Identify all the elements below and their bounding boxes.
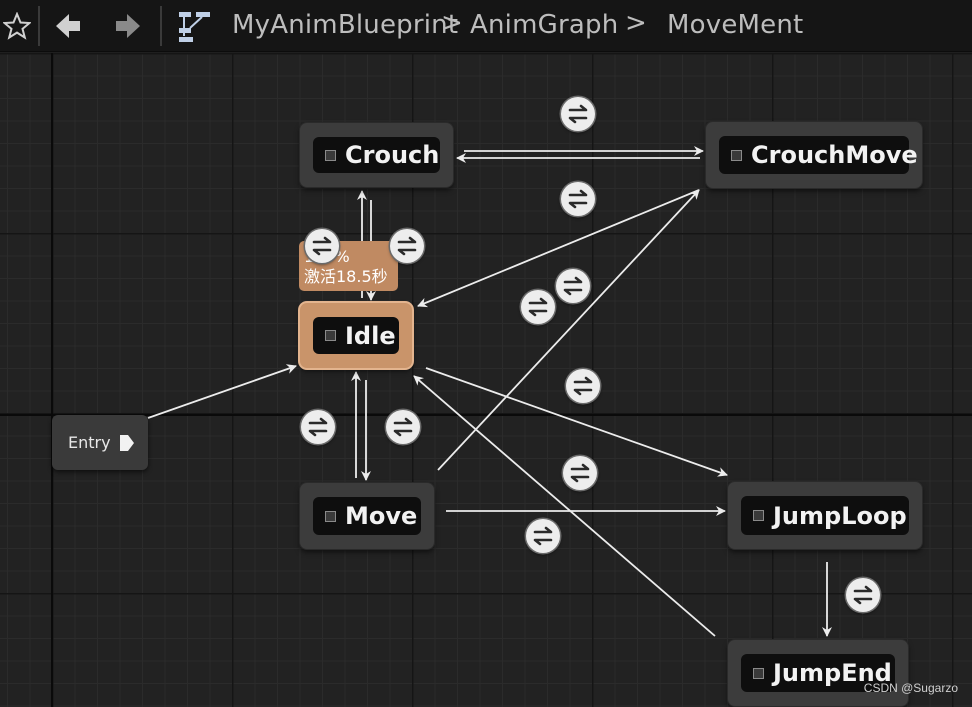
state-pin-icon <box>731 149 742 161</box>
state-label: Move <box>345 502 418 530</box>
state-pin-icon <box>325 330 336 341</box>
breadcrumb-item-movement[interactable]: MoveMent <box>667 10 804 40</box>
state-node-crouch[interactable]: Crouch <box>300 123 453 187</box>
state-label: JumpLoop <box>773 501 907 530</box>
breadcrumb-item-anim-blueprint[interactable]: MyAnimBlueprint <box>232 10 459 40</box>
entry-label: Entry <box>68 433 111 452</box>
transition-rule-icon[interactable] <box>305 229 339 263</box>
state-node-move[interactable]: Move <box>300 483 434 549</box>
transition-rule-icon[interactable] <box>301 410 335 444</box>
transition-rule-icon[interactable] <box>846 578 880 612</box>
hierarchy-icon[interactable] <box>174 0 214 52</box>
tooltip-active-time-text: 激活18.5秒 <box>304 267 388 286</box>
transition-rule-icon[interactable] <box>566 369 600 403</box>
wire-jumpend-to-idle <box>413 375 716 637</box>
state-label: Idle <box>345 321 396 350</box>
wire-crouchmove-to-idle <box>417 189 700 308</box>
breadcrumb-separator: > <box>625 8 647 38</box>
transition-rule-icon[interactable] <box>561 182 595 216</box>
breadcrumb-item-animgraph[interactable]: AnimGraph <box>470 10 619 40</box>
wire-move-to-crouchmove <box>437 189 700 471</box>
toolbar: MyAnimBlueprint > AnimGraph > MoveMent <box>0 0 972 52</box>
state-pin-icon <box>753 667 764 679</box>
entry-node[interactable]: Entry <box>52 415 148 470</box>
transition-rule-icon[interactable] <box>386 410 420 444</box>
state-label: JumpEnd <box>773 659 892 687</box>
watermark-text: CSDN @Sugarzo <box>863 681 958 695</box>
forward-arrow-icon[interactable] <box>110 0 146 52</box>
state-pin-icon <box>753 510 764 521</box>
star-icon[interactable] <box>0 0 34 52</box>
state-node-jumpend[interactable]: JumpEnd <box>728 640 908 706</box>
graph-origin-axis-horizontal <box>0 414 972 416</box>
graph-origin-axis-vertical <box>51 53 53 707</box>
transition-rule-icon[interactable] <box>526 519 560 553</box>
wire-entry-to-idle <box>147 364 297 419</box>
state-pin-icon <box>325 149 336 161</box>
state-label: Crouch <box>345 141 440 169</box>
transition-rule-icon[interactable] <box>563 456 597 490</box>
state-node-jumploop[interactable]: JumpLoop <box>728 482 922 549</box>
toolbar-separator <box>38 6 40 46</box>
breadcrumb-separator: > <box>441 8 463 38</box>
state-pin-icon <box>325 510 336 522</box>
wire-idle-to-jumploop <box>425 367 728 477</box>
transition-rule-icon[interactable] <box>390 229 424 263</box>
transition-rule-icon[interactable] <box>521 290 555 324</box>
exec-pin-icon[interactable] <box>119 434 135 452</box>
back-arrow-icon[interactable] <box>50 0 86 52</box>
transition-rule-icon[interactable] <box>561 97 595 131</box>
state-node-idle[interactable]: Idle <box>300 303 412 368</box>
transition-rule-icon[interactable] <box>556 269 590 303</box>
state-label: CrouchMove <box>751 141 918 169</box>
toolbar-separator <box>160 6 162 46</box>
state-node-crouchmove[interactable]: CrouchMove <box>706 122 922 188</box>
